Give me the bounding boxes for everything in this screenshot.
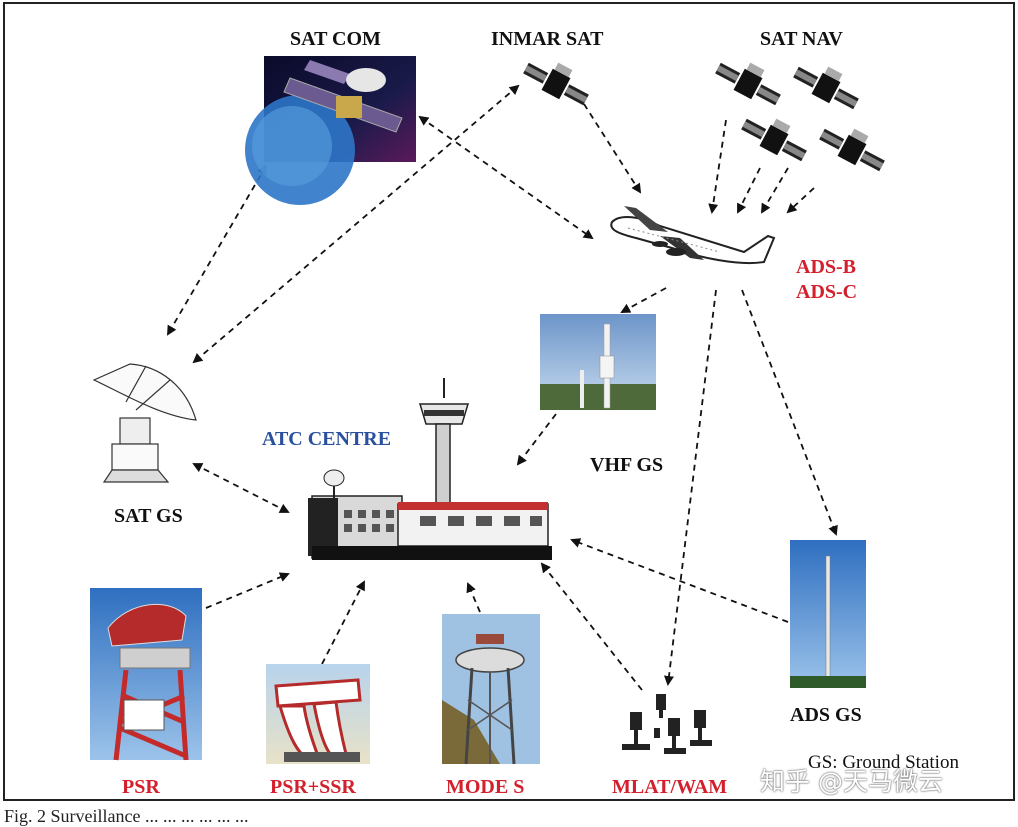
- label-psr-ssr: PSR+SSR: [270, 776, 356, 798]
- arrow-vhfgs-atc: [516, 413, 557, 466]
- ads-gs-image: [790, 540, 866, 688]
- arrow-psrssr-atc: [321, 580, 365, 665]
- arrow-satnav-aircraft-1: [708, 119, 727, 214]
- psr-image: [90, 588, 202, 761]
- psr-ssr-image: [266, 664, 370, 764]
- vhf-gs-image: [540, 314, 656, 410]
- arrow-aircraft-mlat: [664, 289, 717, 686]
- label-sat-gs: SAT GS: [114, 505, 183, 527]
- arrow-satgs-atc: [192, 463, 290, 513]
- diagram-border: [3, 2, 1015, 801]
- arrow-inmarsat-aircraft: [583, 103, 642, 194]
- arrow-psr-atc: [205, 572, 290, 609]
- label-psr: PSR: [122, 776, 160, 798]
- arrow-satnav-aircraft-4: [786, 187, 815, 214]
- label-sat-com: SAT COM: [290, 28, 381, 50]
- arrow-satcom-satgs: [166, 164, 268, 336]
- figure-caption: Fig. 2 Surveillance ... ... ... ... ... …: [4, 806, 249, 826]
- arrow-modes-atc: [466, 582, 481, 613]
- arrow-aircraft-adsgs: [741, 289, 838, 536]
- mode-s-image: [442, 614, 540, 765]
- sat-gs-dish: [92, 363, 197, 483]
- atc-centre-building: [308, 378, 552, 560]
- label-ads-gs: ADS GS: [790, 704, 862, 726]
- arrow-satnav-aircraft-3: [760, 167, 789, 214]
- label-ads-c: ADS-C: [796, 281, 858, 303]
- label-atc-centre: ATC CENTRE: [262, 428, 392, 450]
- aircraft-icon: [610, 206, 776, 265]
- label-mlat-wam: MLAT/WAM: [612, 776, 728, 798]
- inmarsat-satellite: [523, 62, 589, 106]
- arrow-aircraft-vhfgs: [620, 287, 667, 313]
- arrow-satnav-aircraft-2: [737, 167, 761, 214]
- satnav-satellites: [715, 62, 885, 172]
- label-sat-nav: SAT NAV: [760, 28, 843, 50]
- arrow-mlat-atc: [540, 562, 643, 691]
- arrow-satcom-aircraft: [418, 115, 594, 240]
- label-mode-s: MODE S: [446, 776, 525, 798]
- legend-gs-note: GS: Ground Station: [808, 752, 959, 773]
- label-inmar-sat: INMAR SAT: [491, 28, 604, 50]
- label-vhf-gs: VHF GS: [590, 454, 664, 476]
- mlat-sensors: [622, 694, 712, 754]
- label-ads-b: ADS-B: [796, 256, 857, 278]
- arrows: [166, 84, 838, 691]
- satcom-image: [245, 56, 416, 205]
- watermark: 知乎 @天马微云: [760, 767, 943, 796]
- arrow-adsgs-atc: [570, 538, 789, 623]
